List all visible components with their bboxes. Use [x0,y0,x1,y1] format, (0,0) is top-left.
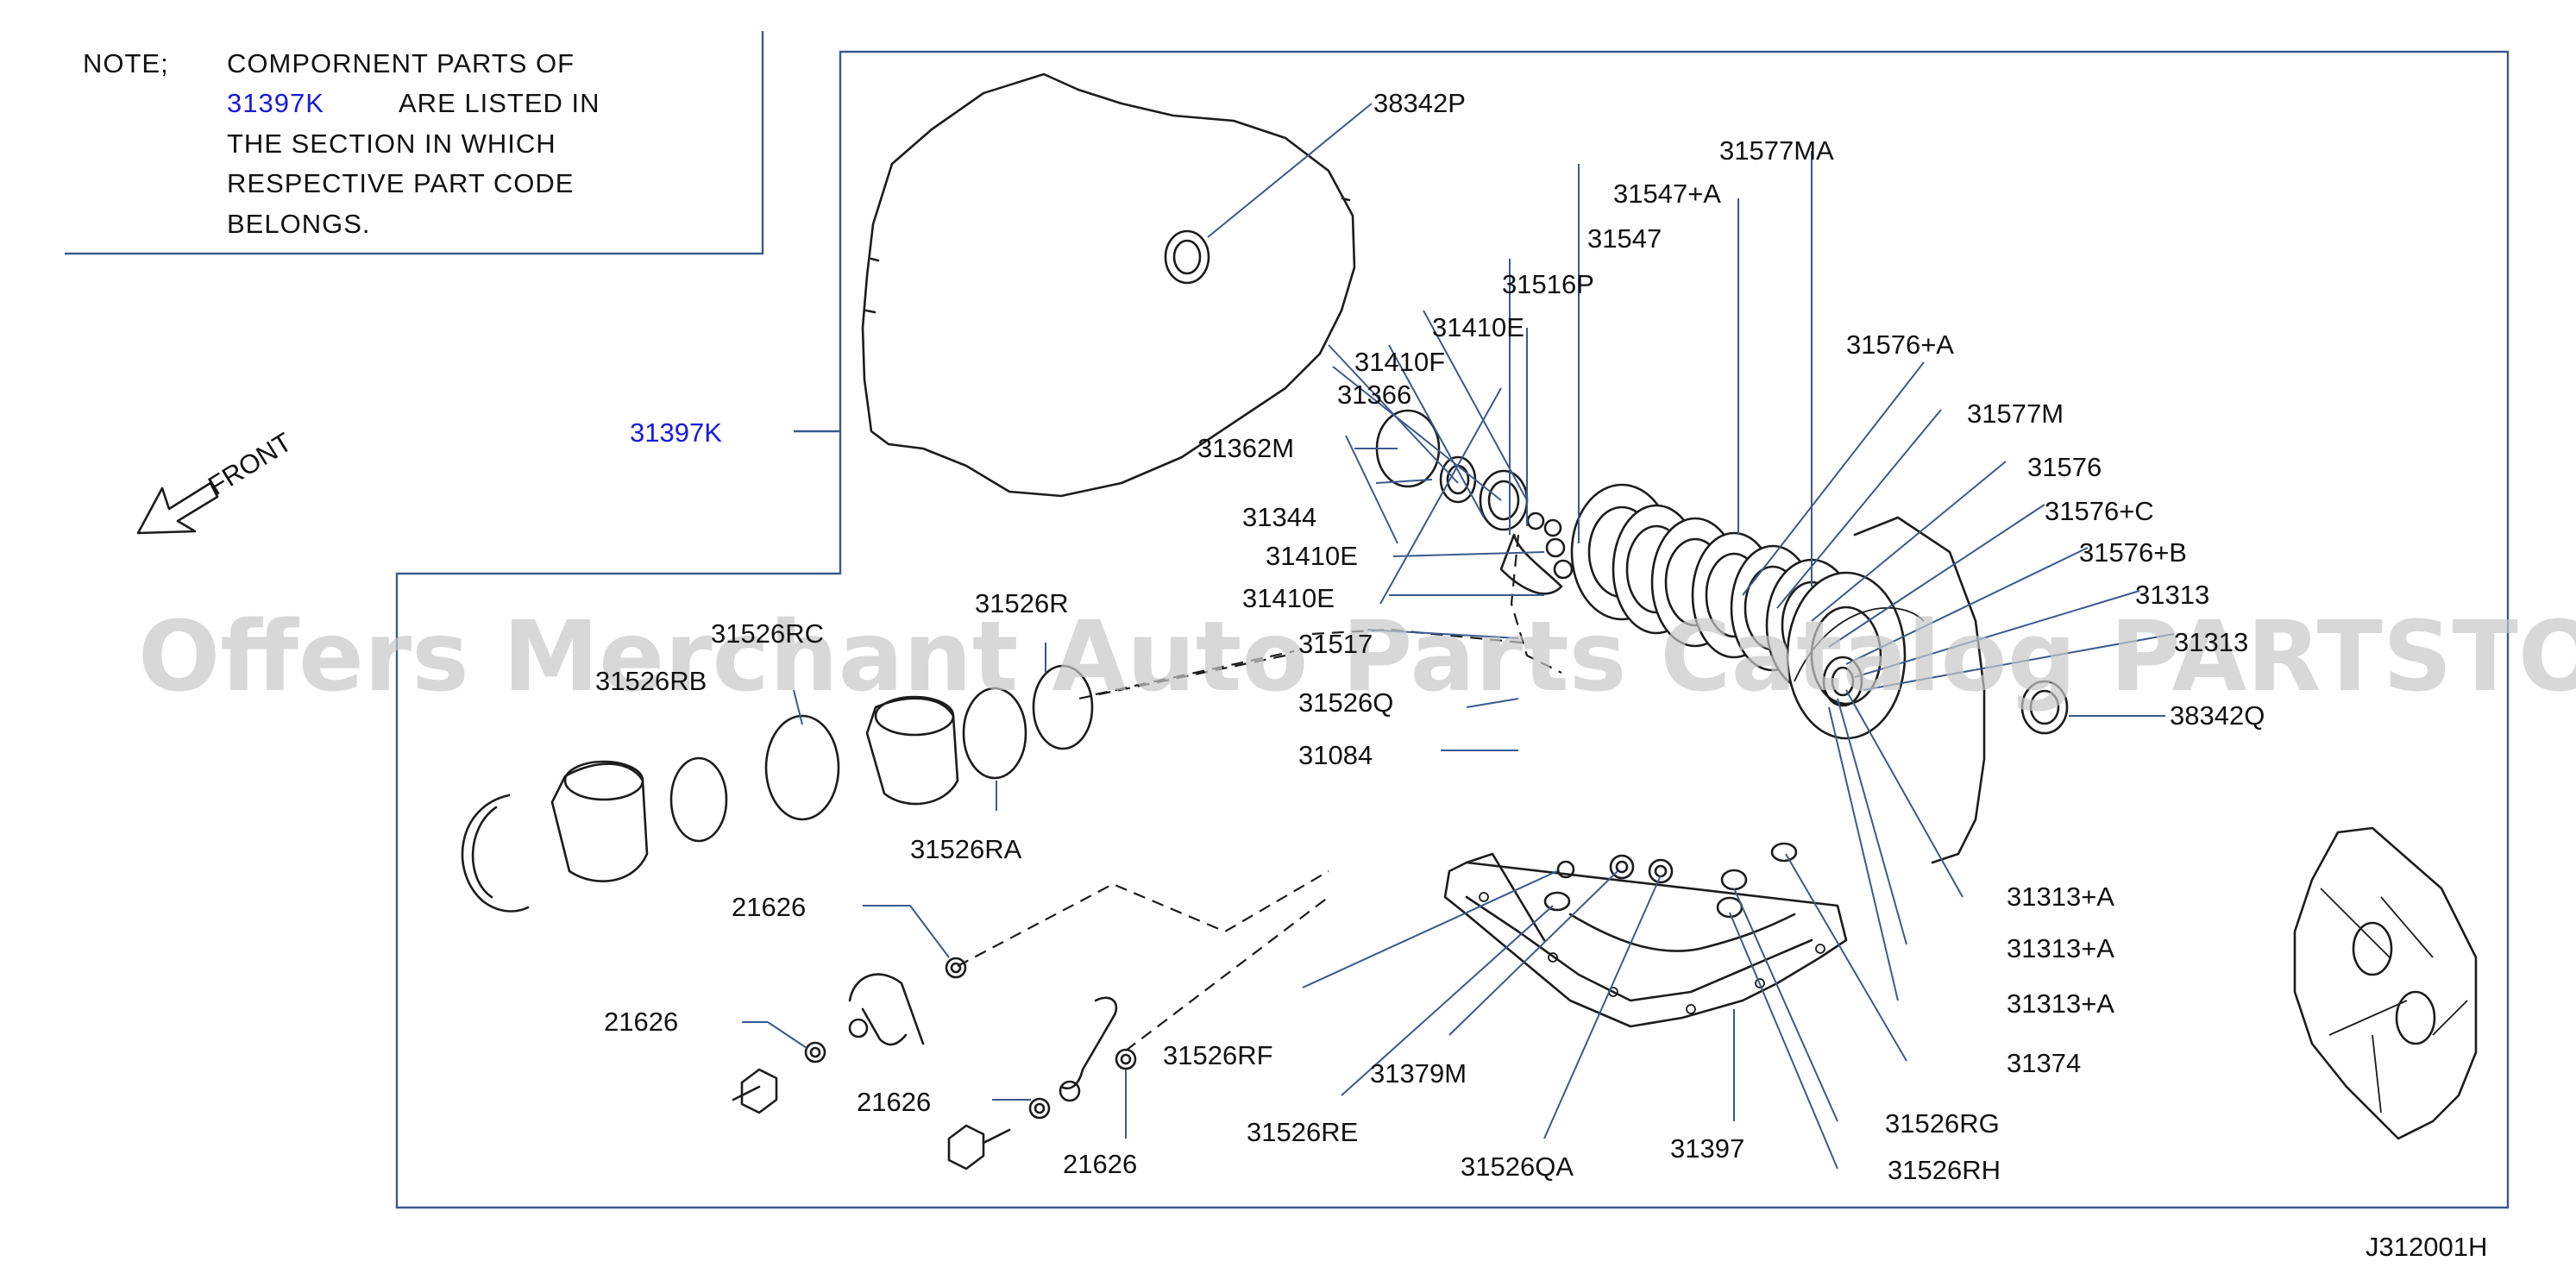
callout-31547-a[interactable]: 31547+A [1613,179,1721,209]
callout-31517[interactable]: 31517 [1298,629,1373,659]
side-housing [1794,516,2069,864]
callout-31374[interactable]: 31374 [2007,1048,2081,1078]
note-heading: NOTE; [83,48,169,78]
callout-31577m[interactable]: 31577M [1967,398,2064,429]
frame-lines [65,31,2510,1209]
callout-31576-b[interactable]: 31576+B [2079,537,2187,568]
callout-31410e-low[interactable]: 31410E [1242,583,1335,613]
callout-31526rf[interactable]: 31526RF [1163,1040,1273,1070]
note-line-3: THE SECTION IN WHICH [227,129,556,159]
callout-31576[interactable]: 31576 [2027,452,2102,482]
callout-21626-c[interactable]: 21626 [857,1087,931,1117]
callout-labels: 38342P 31577MA 31547+A 31547 31516P 3141… [595,88,2265,1185]
note-line-2: ARE LISTED IN [399,88,600,118]
oil-tubes [732,870,1329,1170]
callout-31379m[interactable]: 31379M [1370,1058,1467,1089]
callout-31526rb[interactable]: 31526RB [595,666,707,696]
watermark-text: Offers Merchant Auto Parts Catalog PARTS… [138,601,2576,713]
callout-31526q[interactable]: 31526Q [1298,687,1393,718]
accumulator-parts [461,649,1295,913]
callout-31362m[interactable]: 31362M [1197,433,1294,463]
callout-31576-a[interactable]: 31576+A [1846,329,1954,360]
callout-31397[interactable]: 31397 [1670,1133,1744,1164]
callout-31526re[interactable]: 31526RE [1247,1117,1358,1147]
callout-31313-a-1[interactable]: 31313+A [2007,882,2114,912]
assembly-ref-link[interactable]: 31397K [630,417,722,448]
callout-31526qa[interactable]: 31526QA [1461,1151,1574,1182]
callout-31516p[interactable]: 31516P [1502,269,1594,299]
callout-21626-d[interactable]: 21626 [1063,1149,1137,1179]
transmission-case [861,72,1356,498]
front-arrow-icon [136,481,219,535]
callout-31313-lower[interactable]: 31313 [2174,627,2248,657]
callout-31576-c[interactable]: 31576+C [2045,496,2154,526]
oil-pan [1443,842,1848,1028]
diagram-code: J312001H [2366,1232,2487,1262]
callout-31084[interactable]: 31084 [1298,740,1373,770]
note-line-5: BELONGS. [227,209,371,239]
callout-31526rc[interactable]: 31526RC [711,618,824,649]
clutch-stack [1078,409,1907,740]
callout-31526rh[interactable]: 31526RH [1888,1155,2001,1185]
note-line-1: COMPORNENT PARTS OF [227,48,575,78]
note-ref-code[interactable]: 31397K [227,88,324,118]
callout-31313-a-3[interactable]: 31313+A [2007,988,2114,1019]
callout-31526ra[interactable]: 31526RA [910,834,1022,864]
front-label: FRONT [203,427,297,501]
note-block: NOTE; COMPORNENT PARTS OF 31397K ARE LIS… [83,48,600,239]
callout-21626-a[interactable]: 21626 [732,892,806,922]
front-arrow: FRONT [136,427,297,535]
callout-31344[interactable]: 31344 [1242,502,1316,532]
callout-38342q[interactable]: 38342Q [2170,700,2265,731]
callout-31577ma[interactable]: 31577MA [1719,135,1834,166]
callout-21626-b[interactable]: 21626 [604,1007,678,1037]
callout-31547[interactable]: 31547 [1587,223,1662,254]
callout-31410f[interactable]: 31410F [1354,347,1445,377]
callout-31526rg[interactable]: 31526RG [1885,1108,2000,1139]
note-line-4: RESPECTIVE PART CODE [227,168,574,198]
inset-housing [2293,826,2478,1140]
callout-31410e-mid[interactable]: 31410E [1266,541,1358,571]
callout-31410e-top[interactable]: 31410E [1432,312,1524,342]
callout-31366[interactable]: 31366 [1337,380,1411,410]
callout-31313-upper[interactable]: 31313 [2135,580,2209,610]
leader-lines [742,103,2175,1170]
callout-38342p[interactable]: 38342P [1373,88,1466,118]
callout-31526r[interactable]: 31526R [975,588,1069,618]
callout-31313-a-2[interactable]: 31313+A [2007,933,2114,963]
